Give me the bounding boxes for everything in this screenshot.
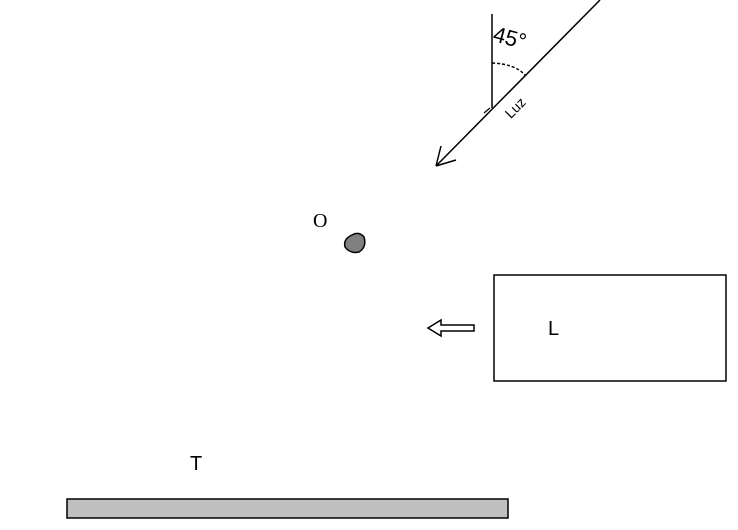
arrow-down-left-icon (435, 145, 457, 167)
light-ray-line (435, 0, 601, 167)
table-label: T (190, 453, 202, 475)
light-label: Luz (502, 94, 529, 121)
hollow-arrow-left-icon (426, 318, 475, 338)
ray-tick (483, 107, 491, 114)
box-l (493, 274, 727, 382)
angle-arc (491, 62, 526, 76)
table-bar (66, 498, 509, 519)
angle-label: 45° (491, 21, 530, 54)
object-label: O (313, 210, 327, 232)
box-label: L (548, 318, 559, 340)
object-shape (343, 232, 366, 254)
